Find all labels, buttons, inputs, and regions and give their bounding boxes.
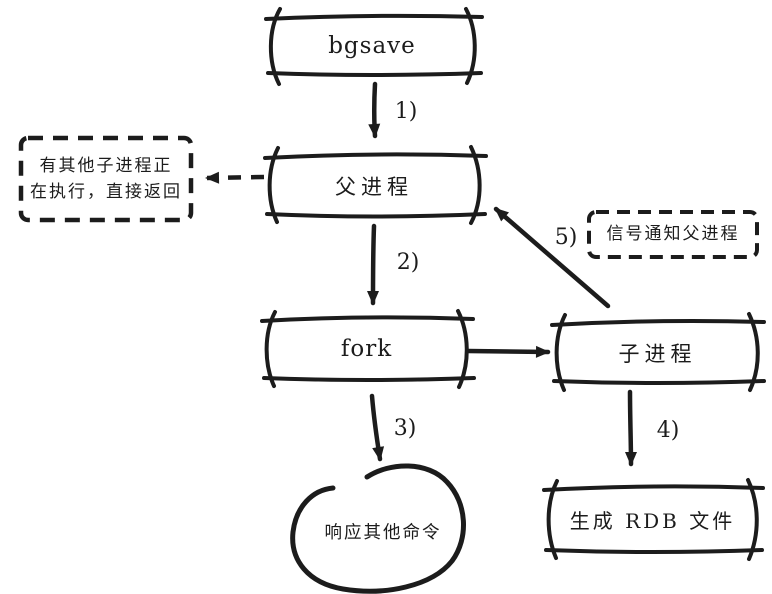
step-label-5: 5) <box>554 224 578 250</box>
node-parent-border <box>263 145 488 225</box>
arrow-step-5 <box>493 206 611 309</box>
node-rdb: 生成 RDB 文件 <box>569 508 736 533</box>
step-label-4: 4) <box>656 417 680 443</box>
arrow-parent-to-note <box>205 171 265 184</box>
node-fork: fork <box>340 336 393 362</box>
node-bgsave-border <box>264 7 484 86</box>
note-other-running-line1: 有其他子进程正 <box>39 155 173 176</box>
node-rdb-border <box>542 478 765 561</box>
step-label-3: 3) <box>393 415 417 441</box>
note-signal: 信号通知父进程 <box>606 224 740 245</box>
note-other-running-line2: 在执行，直接返回 <box>30 182 182 202</box>
arrow-fork-to-child <box>465 345 551 358</box>
node-bgsave: bgsave <box>328 33 416 59</box>
arrow-step-3 <box>369 393 385 462</box>
arrow-step-2 <box>367 223 380 306</box>
node-child: 子进程 <box>618 341 697 366</box>
note-other-running-border <box>18 135 194 223</box>
node-respond: 响应其他命令 <box>324 523 442 544</box>
step-label-1: 1) <box>394 98 418 124</box>
arrow-step-1 <box>368 81 381 139</box>
node-fork-border <box>260 309 476 389</box>
node-parent: 父进程 <box>335 174 413 199</box>
note-other-running: 有其他子进程正 在执行，直接返回 <box>22 139 190 219</box>
note-signal-border <box>587 210 759 259</box>
node-respond-blob <box>290 463 466 594</box>
arrow-step-4 <box>624 389 637 467</box>
step-label-2: 2) <box>396 249 420 275</box>
node-child-border <box>550 312 766 392</box>
